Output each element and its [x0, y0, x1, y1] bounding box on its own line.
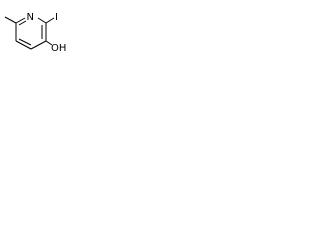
iodine-label: I [55, 12, 58, 23]
nitrogen-label: N [27, 12, 34, 23]
bond-n-c2 [37, 17, 47, 24]
bond-c3-oh [45, 40, 53, 46]
bond-c2-i [45, 17, 55, 24]
bond-c3-c4 [30, 40, 47, 50]
double-bond-c6-n [18, 20, 27, 26]
molecule-diagram: N I OH [4, 12, 66, 54]
hydroxyl-label: OH [51, 43, 66, 54]
double-bond-c4-c5 [18, 38, 32, 46]
structure-canvas: N I OH [0, 0, 72, 71]
bond-methyl [4, 16, 17, 24]
bond-c4-c5 [15, 40, 32, 50]
bond-c6-n [15, 17, 26, 24]
